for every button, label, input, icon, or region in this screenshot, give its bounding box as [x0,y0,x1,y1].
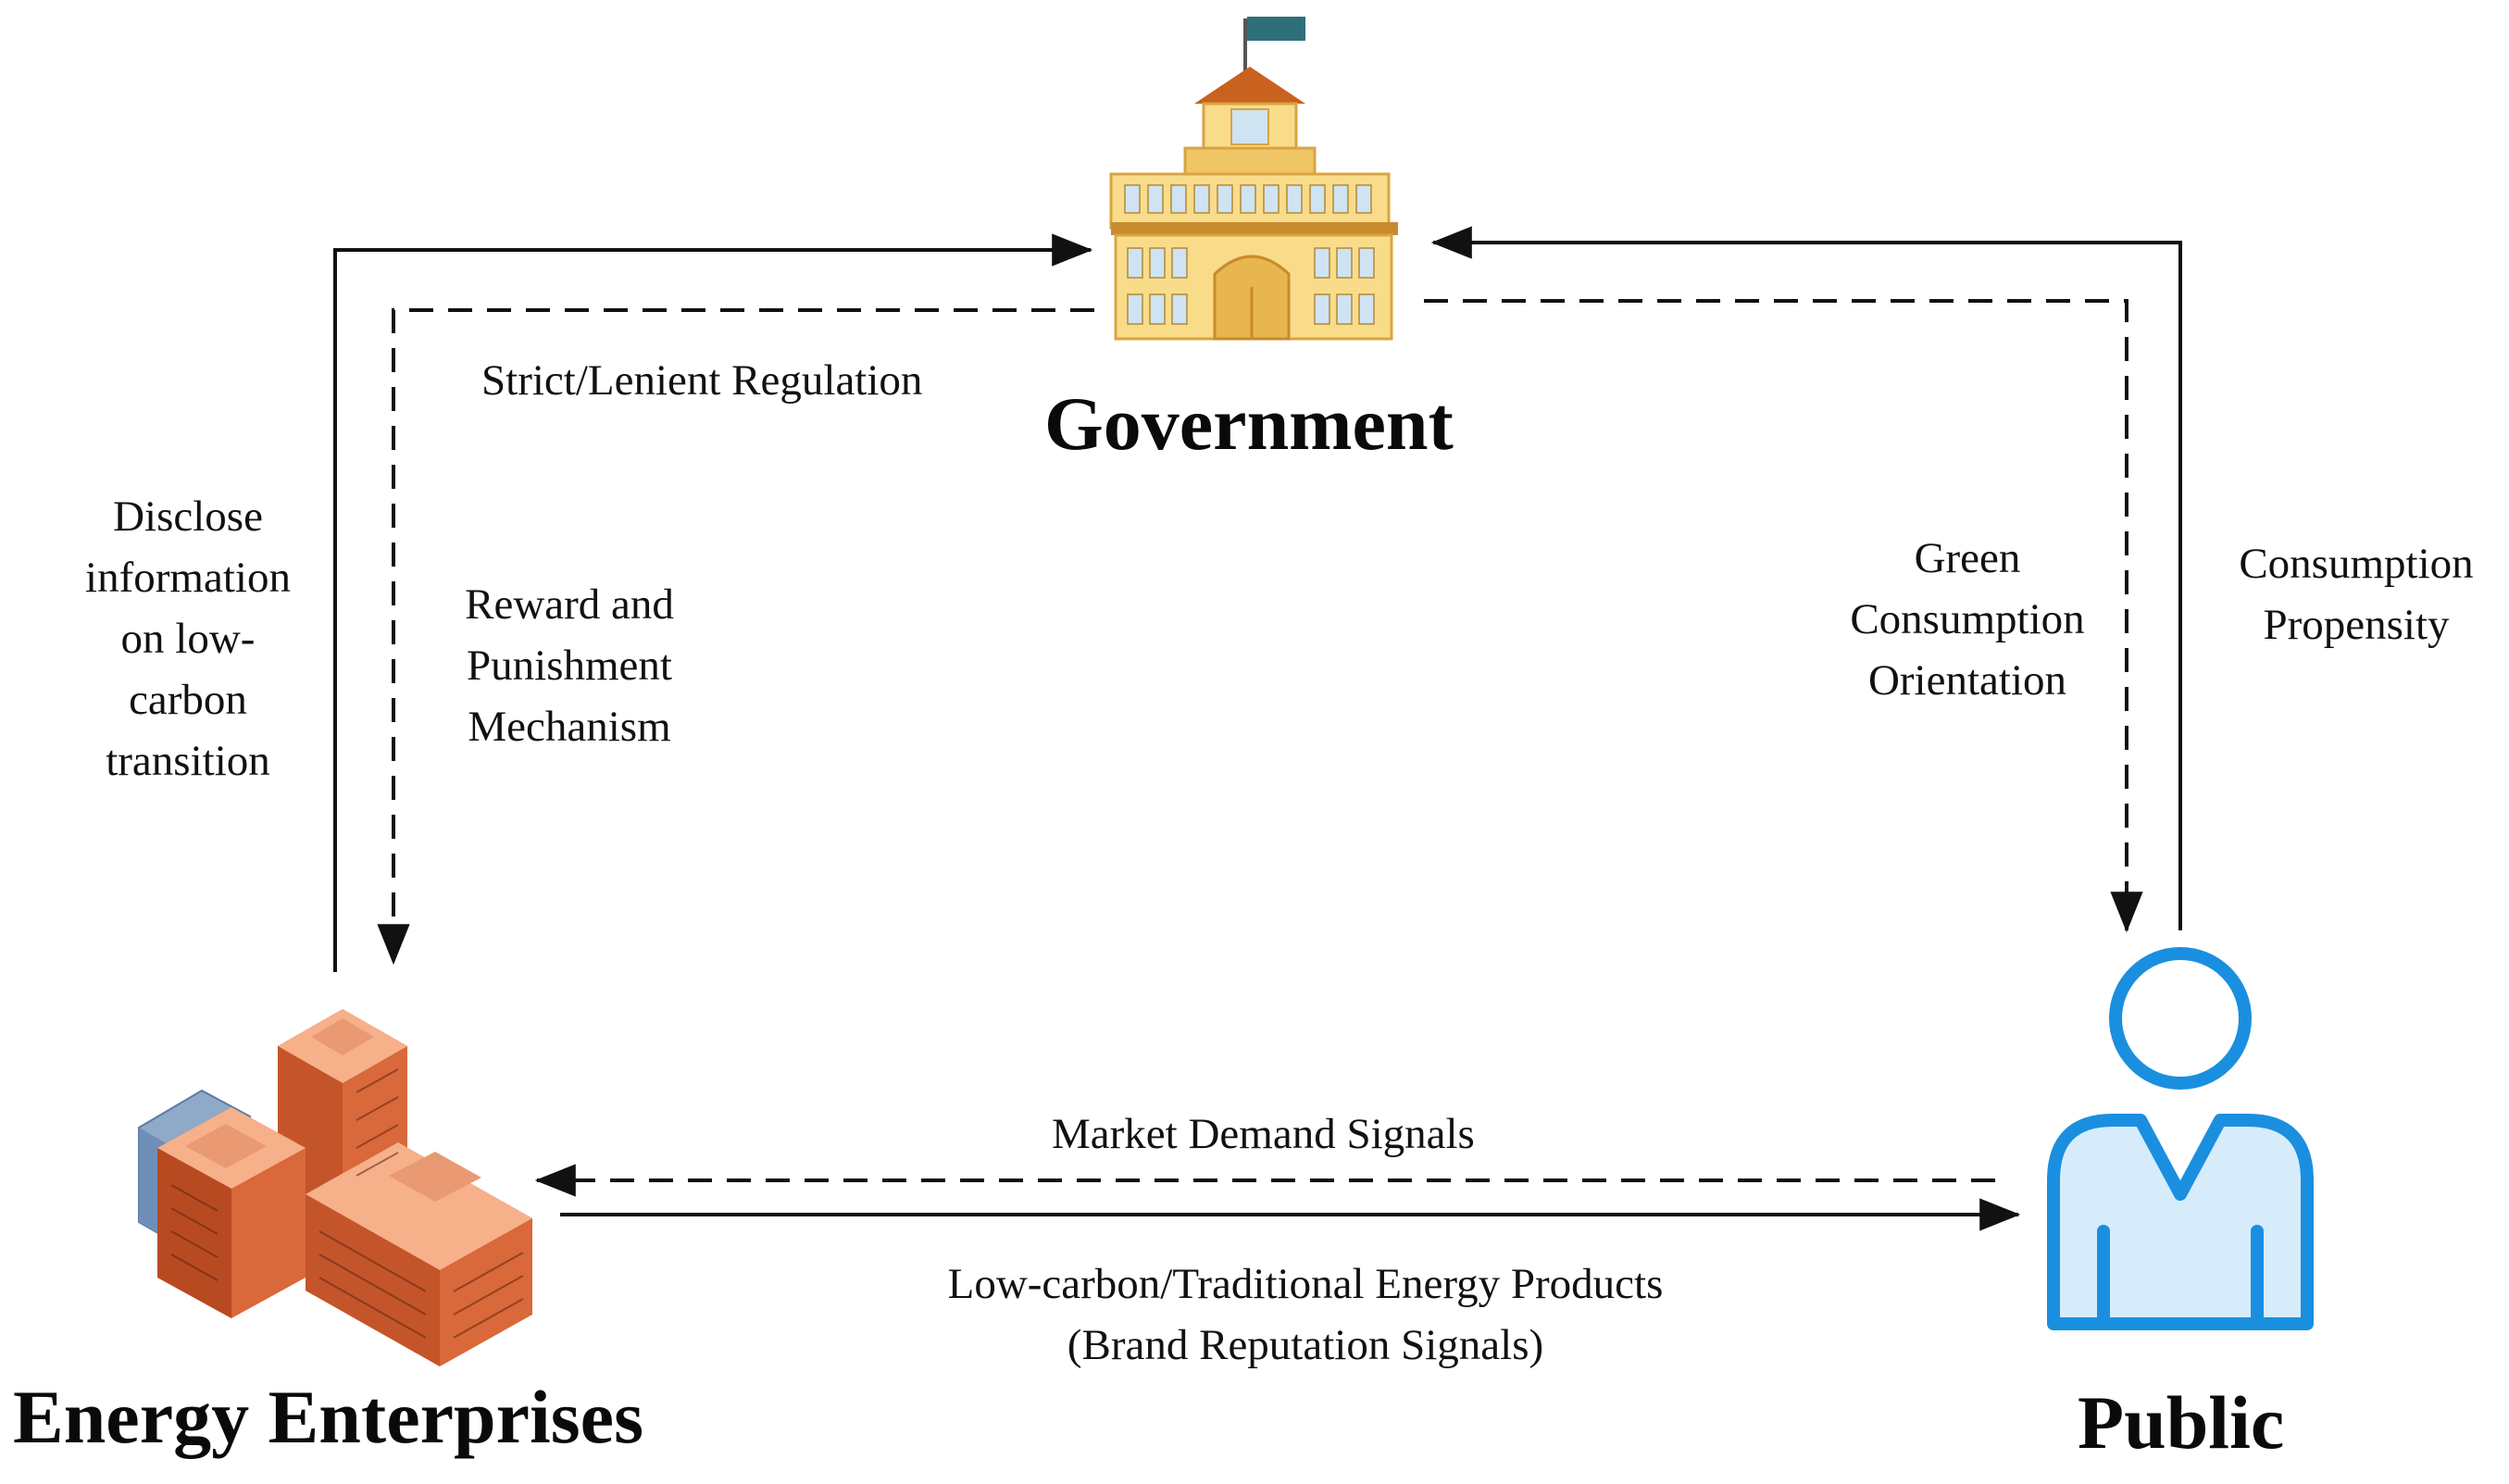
arrow-regulation-to-enterprises [377,308,1094,966]
government-title: Government [1044,381,1454,466]
label-green-consumption: Green Consumption Orientation [1850,534,2085,705]
label-strict-lenient-regulation: Strict/Lenient Regulation [481,356,923,405]
arrow-consumption-propensity [1430,226,2182,930]
government-building-icon [1109,17,1398,341]
person-icon [2047,947,2314,1330]
label-market-demand-signals: Market Demand Signals [1052,1110,1475,1158]
energy-enterprises-title: Energy Enterprises [13,1375,643,1459]
factory-buildings-icon [138,1009,532,1366]
label-energy-products: Low-carbon/Traditional Energy Products (… [947,1260,1664,1369]
arrow-disclose-to-government [333,233,1093,972]
label-reward-punishment: Reward and Punishment Mechanism [465,580,674,751]
public-title: Public [2078,1380,2285,1465]
label-consumption-propensity: Consumption Propensity [2239,540,2474,649]
arrow-green-orientation [1424,299,2143,933]
label-disclose-information: Disclose information on low- carbon tran… [85,493,291,785]
